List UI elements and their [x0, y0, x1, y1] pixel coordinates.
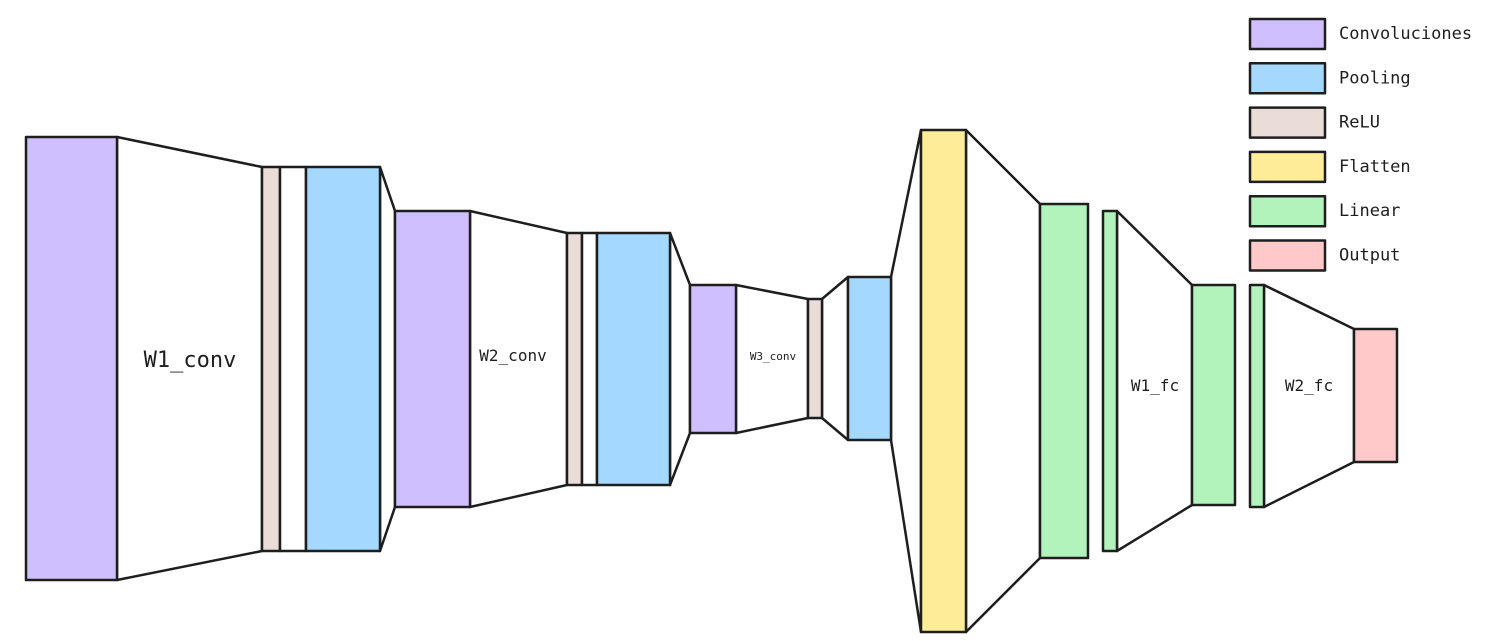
legend-swatch-output: [1248, 239, 1327, 272]
pool-flatten-trapezoid: [889, 128, 923, 634]
linear1-block: [1038, 202, 1090, 560]
legend-label-pool: Pooling: [1339, 68, 1411, 88]
relu3-block: [806, 297, 824, 420]
relu1-block: [260, 165, 282, 553]
flatten-linear-trapezoid: [964, 128, 1042, 634]
conv1-block: [24, 135, 119, 582]
legend-swatch-relu: [1248, 106, 1327, 139]
legend-label-flatten: Flatten: [1339, 157, 1411, 177]
legend-label-output: Output: [1339, 246, 1400, 266]
flatten-block: [919, 128, 968, 634]
legend-swatch-flatten: [1248, 150, 1327, 184]
conv2-pool-trapezoid: [668, 231, 692, 487]
conv2-block: [393, 209, 472, 509]
linear3-in-block: [1248, 283, 1266, 509]
linear2-in-block: [1101, 209, 1119, 553]
pool2-block: [595, 231, 672, 487]
linear2-out-block: [1190, 283, 1237, 507]
weight-label-w2-conv: W2_conv: [479, 346, 546, 365]
pool1-block: [304, 165, 382, 553]
weight-label-w1-fc: W1_fc: [1131, 376, 1179, 395]
output-block: [1352, 327, 1399, 464]
weight-label-w1-conv: W1_conv: [144, 348, 237, 373]
legend-label-linear: Linear: [1339, 201, 1400, 221]
legend-swatch-conv: [1248, 17, 1327, 51]
legend-label-conv: Convoluciones: [1339, 24, 1472, 44]
pool3-block: [846, 275, 893, 442]
legend-swatch-pool: [1248, 62, 1327, 95]
weight-label-w3-conv: W3_conv: [750, 350, 797, 363]
conv3-block: [688, 283, 738, 435]
relu1-gap-block: [278, 165, 308, 553]
w2-fc-trapezoid: [1262, 283, 1356, 509]
legend-label-relu: ReLU: [1339, 113, 1380, 133]
legend-swatch-linear: [1248, 194, 1327, 228]
relu2-gap-block: [580, 231, 599, 487]
relu2-block: [565, 231, 584, 487]
conv1-pool-trapezoid: [378, 165, 397, 553]
weight-label-w2-fc: W2_fc: [1285, 376, 1333, 395]
relu3-pool-trapezoid: [820, 275, 850, 442]
